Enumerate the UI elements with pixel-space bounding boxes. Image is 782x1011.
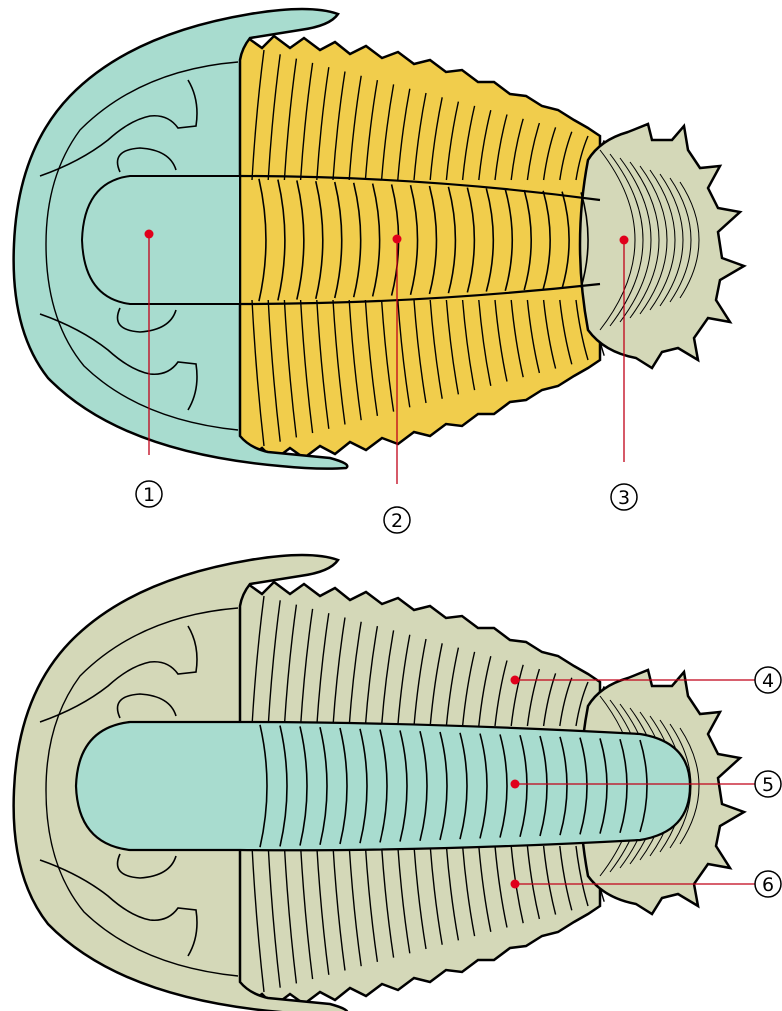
- marker-dot-4: [511, 676, 520, 685]
- label-6: 6: [762, 874, 774, 896]
- marker-dot-5: [511, 780, 520, 789]
- bottom-trilobite: [14, 555, 744, 1011]
- label-4: 4: [762, 670, 774, 692]
- label-3: 3: [618, 487, 630, 509]
- label-5: 5: [762, 774, 774, 796]
- marker-dot-2: [393, 235, 402, 244]
- marker-dot-3: [620, 236, 629, 245]
- marker-dot-1: [145, 230, 154, 239]
- label-2: 2: [391, 510, 403, 532]
- marker-dot-6: [511, 880, 520, 889]
- label-1: 1: [143, 484, 155, 506]
- top-pygidium: [580, 124, 744, 368]
- top-glabella: [82, 176, 240, 304]
- top-trilobite: [14, 9, 744, 469]
